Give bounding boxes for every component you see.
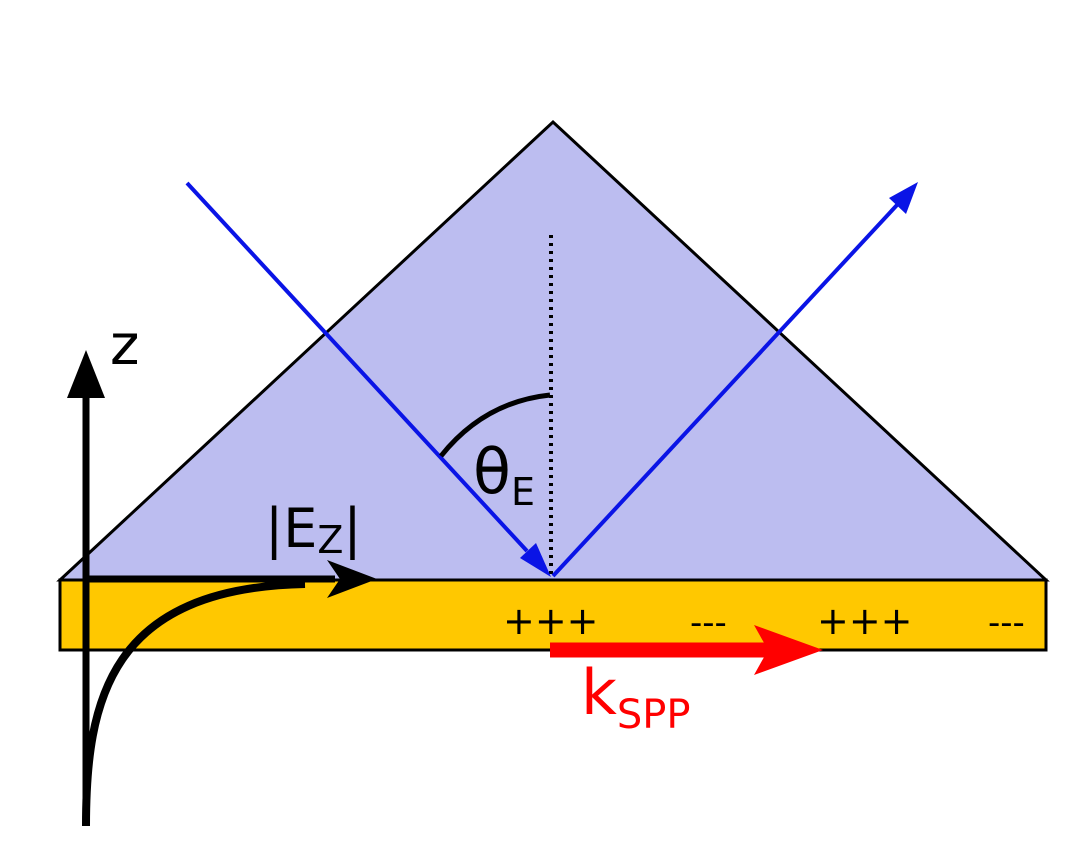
angle-arc (439, 392, 551, 458)
field-label-sub: Z (317, 518, 343, 562)
field-label: |EZ| (265, 497, 362, 562)
incident-beam-arrowhead (520, 543, 551, 577)
kspp-arrowhead (754, 625, 823, 675)
reflected-beam-arrowhead (889, 182, 918, 214)
charge-plus-2: +++ (817, 599, 913, 643)
incident-beam (185, 181, 529, 553)
wavevector-label: kSPP (581, 656, 691, 738)
charge-plus-1: +++ (503, 599, 599, 643)
wavevector-label-main: k (581, 656, 617, 729)
angle-label-main: θ (473, 435, 511, 508)
charge-minus-2: --- (988, 603, 1025, 643)
angle-label: θE (473, 435, 535, 514)
prism (56, 119, 1050, 582)
field-label-main: |E (265, 497, 317, 560)
reflected-beam (551, 203, 899, 578)
wavevector-label-sub: SPP (617, 692, 691, 738)
charge-minus-1: --- (690, 603, 727, 643)
field-arrowhead (327, 560, 377, 598)
z-axis-arrowhead (67, 350, 105, 398)
field-decay-curve (82, 580, 306, 827)
z-axis-label: z (110, 313, 139, 378)
field-label-close: | (343, 497, 361, 560)
angle-label-sub: E (511, 470, 535, 514)
